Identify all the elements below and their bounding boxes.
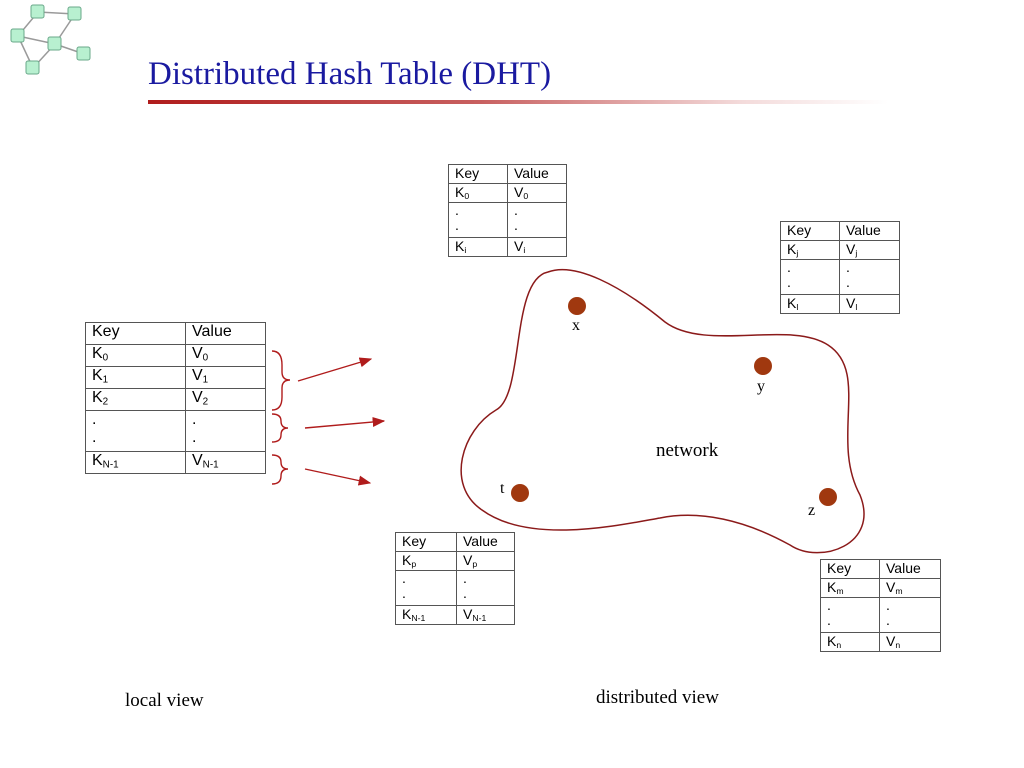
value-cell: Vm [879,578,941,598]
table-row: Kj Vj [780,240,900,260]
node-y [754,357,772,375]
table-row: Kp Vp [395,551,515,571]
key-cell: Kn [820,632,880,652]
table-row: K1 V1 [85,366,266,389]
table-row: Kn Vn [820,632,941,652]
value-header: Value [185,322,266,345]
value-cell: .. [185,410,266,452]
table-header-row: Key Value [780,221,900,241]
value-header: Value [879,559,941,579]
value-cell: .. [507,202,567,238]
key-cell: KN-1 [85,451,186,474]
node-t [511,484,529,502]
bracket-icon [271,413,289,443]
network-logo-icon [10,4,91,75]
title-underline [148,100,888,104]
node-t-label: t [500,480,505,497]
table-row: .. .. [85,410,266,452]
bracket-icon [271,350,291,411]
node-z [819,488,837,506]
key-cell: KN-1 [395,605,457,625]
table-row: .. .. [780,259,900,295]
table-row: K2 V2 [85,388,266,411]
key-header: Key [85,322,186,345]
key-cell: K2 [85,388,186,411]
arrow-icon [304,416,386,429]
value-cell: .. [456,570,515,606]
value-cell: V2 [185,388,266,411]
page-title: Distributed Hash Table (DHT) [148,56,552,92]
key-cell: .. [85,410,186,452]
node-table-right: Key Value Kj Vj .. .. Kl Vl [780,221,900,314]
value-cell: .. [839,259,900,295]
value-header: Value [456,532,515,552]
table-row: K0 V0 [85,344,266,367]
key-cell: Kl [780,294,840,314]
value-cell: Vi [507,237,567,257]
node-x [568,297,586,315]
network-blob [460,268,865,554]
table-row: Km Vm [820,578,941,598]
distributed-view-label: distributed view [596,687,719,708]
node-x-label: x [572,317,580,334]
key-cell: Kj [780,240,840,260]
node-table-bottom-right: Key Value Km Vm .. .. Kn Vn [820,559,941,652]
node-table-bottom-left: Key Value Kp Vp .. .. KN-1 VN-1 [395,532,515,625]
table-header-row: Key Value [820,559,941,579]
value-cell: V1 [185,366,266,389]
value-cell: VN-1 [456,605,515,625]
local-view-label: local view [125,690,204,711]
value-cell: Vj [839,240,900,260]
key-cell: Kp [395,551,457,571]
key-cell: Km [820,578,880,598]
key-header: Key [780,221,840,241]
value-header: Value [507,164,567,184]
node-z-label: z [808,502,816,519]
key-cell: .. [820,597,880,633]
network-label: network [656,440,719,461]
table-header-row: Key Value [85,322,266,345]
table-header-row: Key Value [448,164,567,184]
key-cell: .. [448,202,508,238]
table-header-row: Key Value [395,532,515,552]
value-header: Value [839,221,900,241]
bracket-icon [271,454,289,485]
key-header: Key [820,559,880,579]
key-cell: K0 [448,183,508,203]
value-cell: Vl [839,294,900,314]
arrow-icon [297,357,373,382]
value-cell: V0 [185,344,266,367]
local-hash-table: Key Value K0 V0 K1 V1 K2 V2 .. .. KN-1 V… [85,322,266,474]
key-header: Key [448,164,508,184]
key-cell: .. [395,570,457,606]
table-row: .. .. [395,570,515,606]
value-cell: VN-1 [185,451,266,474]
key-cell: Ki [448,237,508,257]
value-cell: V0 [507,183,567,203]
key-cell: K0 [85,344,186,367]
table-row: K0 V0 [448,183,567,203]
key-cell: .. [780,259,840,295]
table-row: KN-1 VN-1 [395,605,515,625]
table-row: .. .. [448,202,567,238]
table-row: Ki Vi [448,237,567,257]
table-row: KN-1 VN-1 [85,451,266,474]
table-row: Kl Vl [780,294,900,314]
key-header: Key [395,532,457,552]
node-y-label: y [757,378,765,395]
value-cell: Vn [879,632,941,652]
key-cell: K1 [85,366,186,389]
node-table-top: Key Value K0 V0 .. .. Ki Vi [448,164,567,257]
value-cell: Vp [456,551,515,571]
value-cell: .. [879,597,941,633]
table-row: .. .. [820,597,941,633]
arrow-icon [304,468,372,486]
